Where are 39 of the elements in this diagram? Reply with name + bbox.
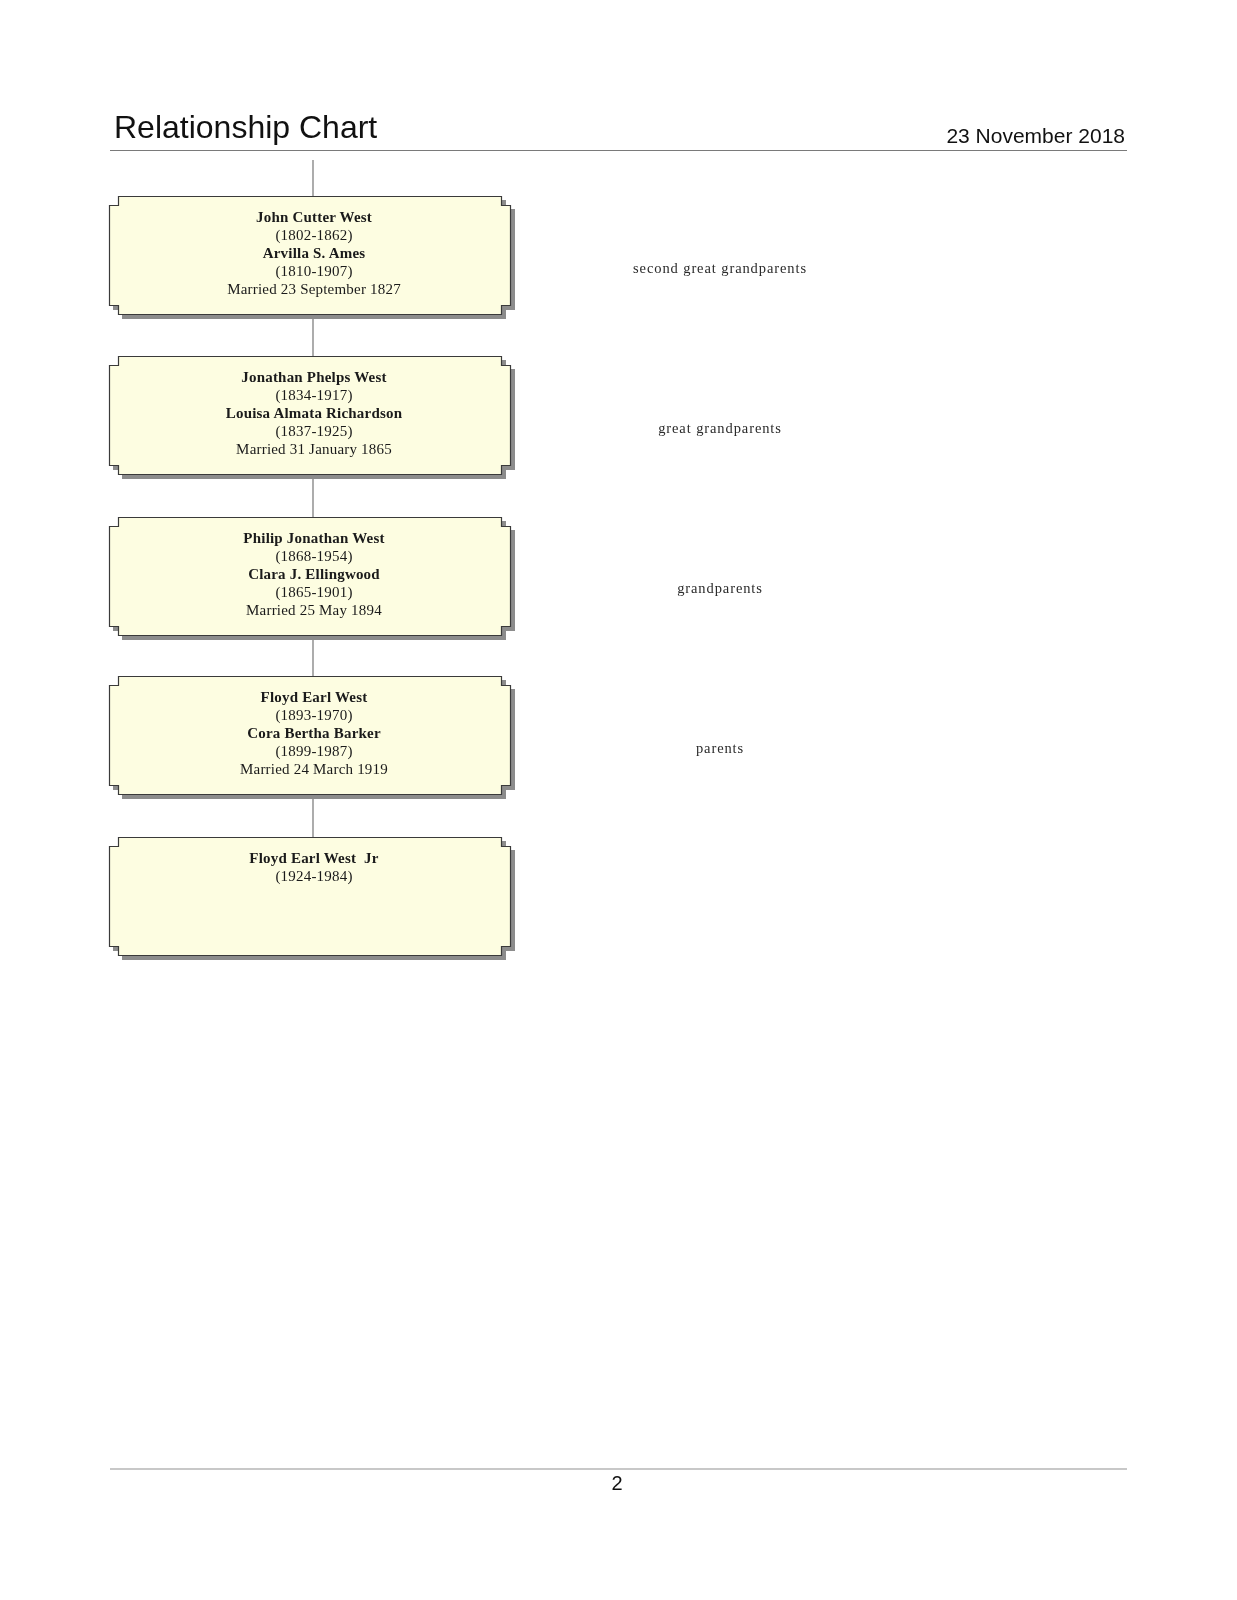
family-card: [109, 356, 515, 479]
person-name: Louisa Almata Richardson: [225, 404, 403, 422]
generation-label: second great grandparents: [633, 259, 807, 277]
marriage-date: Married 24 March 1919: [240, 760, 388, 778]
generation-label: great grandparents: [658, 419, 782, 437]
marriage-date: Married 25 May 1894: [246, 601, 382, 619]
person-name: Arvilla S. Ames: [262, 244, 366, 262]
life-dates: (1834-1917): [275, 386, 353, 404]
person-name: Cora Bertha Barker: [247, 724, 381, 742]
person-name: Floyd Earl West Jr: [249, 849, 379, 867]
life-dates: (1924-1984): [275, 867, 353, 885]
generation-label: parents: [695, 739, 745, 757]
marriage-date: Married 31 January 1865: [236, 440, 392, 458]
person-name: Jonathan Phelps West: [241, 368, 387, 386]
life-dates: (1802-1862): [275, 226, 353, 244]
life-dates: (1810-1907): [275, 262, 353, 280]
life-dates: (1837-1925): [275, 422, 353, 440]
life-dates: (1899-1987): [275, 742, 353, 760]
chart-title: Relationship Chart: [114, 109, 378, 145]
marriage-date: Married 23 September 1827: [227, 280, 401, 298]
family-card: [109, 837, 515, 960]
person-name: Floyd Earl West: [260, 688, 368, 706]
connector-line: [312, 639, 314, 677]
connector-line: [312, 318, 314, 357]
date-label: 23 November 2018: [946, 124, 1125, 148]
family-card: [109, 676, 515, 799]
connector-line: [312, 159, 314, 197]
family-card: [109, 517, 515, 640]
connector-line: [312, 478, 314, 518]
family-card: [109, 196, 515, 319]
life-dates: (1865-1901): [275, 583, 353, 601]
page-number: 2: [611, 1472, 623, 1494]
person-name: Clara J. Ellingwood: [248, 565, 380, 583]
generation-label: grandparents: [677, 579, 763, 597]
person-name: John Cutter West: [256, 208, 372, 226]
connector-line: [312, 798, 314, 838]
person-name: Philip Jonathan West: [243, 529, 385, 547]
life-dates: (1893-1970): [275, 706, 353, 724]
life-dates: (1868-1954): [275, 547, 353, 565]
